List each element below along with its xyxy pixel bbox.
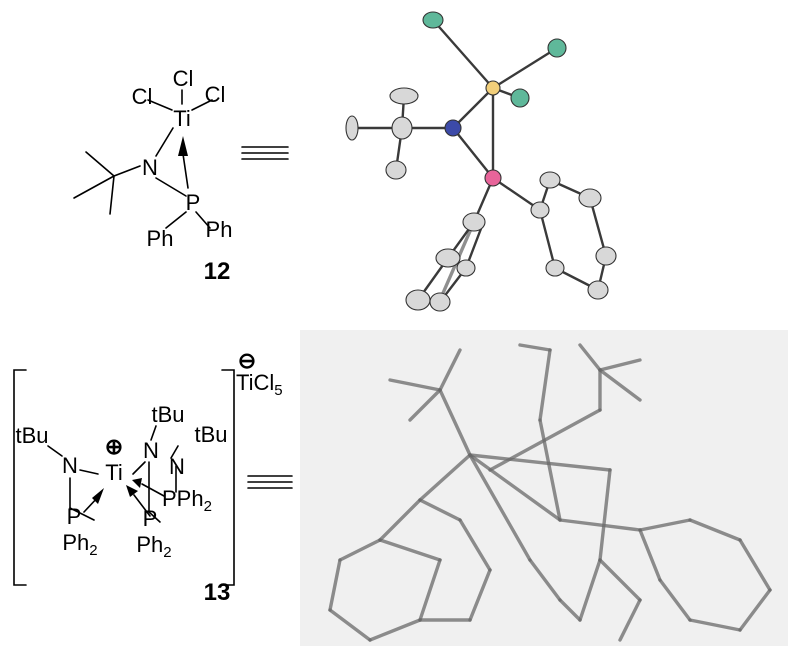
compound-13-structure: tBu N Ti ⊕ P Ph2 tBu N tBu N PPh2 P Ph2 … (13, 348, 283, 606)
compound-number-13: 13 (204, 579, 231, 606)
cl-left-label: Cl (132, 84, 153, 109)
carbon-atom (385, 160, 407, 180)
p-label: P (186, 190, 201, 215)
carbon-atom (345, 115, 359, 141)
anion-label: TiCl5 (236, 370, 283, 399)
cl-atom-1 (422, 11, 444, 29)
p-atom (484, 169, 502, 187)
tbu-left-label: tBu (15, 423, 48, 448)
carbon-atom (545, 259, 565, 277)
tbu-right-label: tBu (194, 422, 227, 447)
ti-atom (485, 80, 501, 96)
equivalence-sign-12 (241, 146, 289, 160)
tbu-mid-label: tBu (151, 402, 184, 427)
ph2-left-label: Ph2 (62, 530, 97, 559)
compound-number-12: 12 (204, 258, 231, 285)
carbon-atom (456, 259, 476, 277)
carbon-atom (405, 289, 431, 311)
p-bottom-label: P (143, 506, 158, 531)
ti-center-label: Ti (105, 460, 123, 485)
anion-charge: ⊖ (238, 348, 256, 373)
compound-12-structure: Cl Cl Cl Ti N P Ph Ph 12 (73, 66, 233, 285)
cl-top-label: Cl (173, 66, 194, 91)
carbon-atom (435, 248, 461, 268)
ph-right-label: Ph (206, 217, 233, 242)
equivalence-sign-13 (247, 475, 293, 489)
carbon-atom (587, 280, 609, 300)
p-left-label: P (67, 504, 82, 529)
carbon-atom (462, 212, 486, 232)
cation-charge: ⊕ (105, 434, 123, 459)
crystal-structure-13 (300, 330, 788, 646)
n-mid-label: N (143, 438, 159, 463)
carbon-atom (539, 171, 561, 189)
n-right-label: N (169, 454, 185, 479)
carbon-atom (595, 246, 617, 266)
ti-label: Ti (173, 106, 191, 131)
ph-left-label: Ph (147, 226, 174, 251)
cl-atom-3 (510, 88, 530, 108)
cl-right-label: Cl (205, 82, 226, 107)
ph2-bottom-label: Ph2 (136, 532, 171, 561)
bracket-left (13, 369, 27, 586)
carbon-atom (578, 188, 602, 208)
carbon-atom (429, 292, 451, 312)
carbon-atom (391, 116, 413, 140)
pph2-right-label: PPh2 (162, 486, 212, 515)
photo-background (300, 330, 788, 646)
n-left-label: N (62, 453, 78, 478)
n-atom (444, 119, 462, 137)
crystal-structure-12 (345, 11, 617, 312)
carbon-atom (530, 201, 550, 219)
n-label: N (142, 155, 158, 180)
bracket-right (221, 369, 235, 586)
cl-atom-2 (547, 38, 567, 58)
carbon-atom (389, 87, 419, 105)
